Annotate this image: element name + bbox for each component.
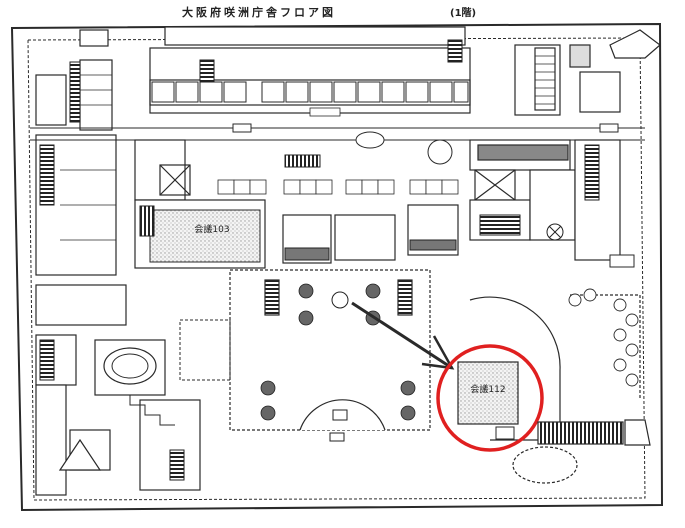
room-112-door-box [495,426,515,440]
center-vent [284,154,321,168]
room-112 [457,361,519,425]
top-room-row [151,81,469,103]
lower-right-area [512,294,651,484]
highlight-circle [436,344,544,452]
stair-right-central [479,214,521,236]
lower-left-oval-inner [111,353,149,379]
upper-right-wing [514,29,661,116]
lower-right-bumps [568,288,639,387]
stair-lower-left [39,339,55,381]
central-corridor [30,123,645,165]
stair-left-mid [39,144,55,206]
center-small-rooms [217,179,459,195]
lower-left-oval [103,347,157,385]
upper-right-lockers [535,55,555,105]
page-title: 大阪府咲洲庁舎フロア図 [182,6,336,19]
top-corridor-label-box [309,107,341,117]
lower-left-steps [115,394,175,426]
room-112-label: 会議112 [470,383,505,395]
room-112-curve [469,296,561,441]
stair-bottom-left [169,449,185,481]
room-103-label: 会議103 [194,223,229,235]
center-room-hatch-2 [409,239,457,251]
floor-label: (1階) [450,8,477,19]
room-103 [149,209,261,263]
right-small-label-box [609,254,635,268]
atrium-exit-box [329,432,345,442]
atrium [229,269,431,431]
outer-walls [10,22,664,512]
direction-arrow [351,301,455,370]
atrium-center-ring [331,291,349,309]
lower-left-triangle [58,438,102,471]
stair-right [584,144,600,201]
stair-top-right [447,39,463,63]
stair-top-left [199,59,215,83]
atrium-left-wing [179,319,231,381]
atrium-elevator-box [332,409,348,421]
stair-room-103 [139,205,155,237]
upper-left-cells [60,74,116,241]
stair-upper-left [69,61,81,123]
atrium-columns [260,283,416,421]
center-room-hatch [284,247,330,261]
